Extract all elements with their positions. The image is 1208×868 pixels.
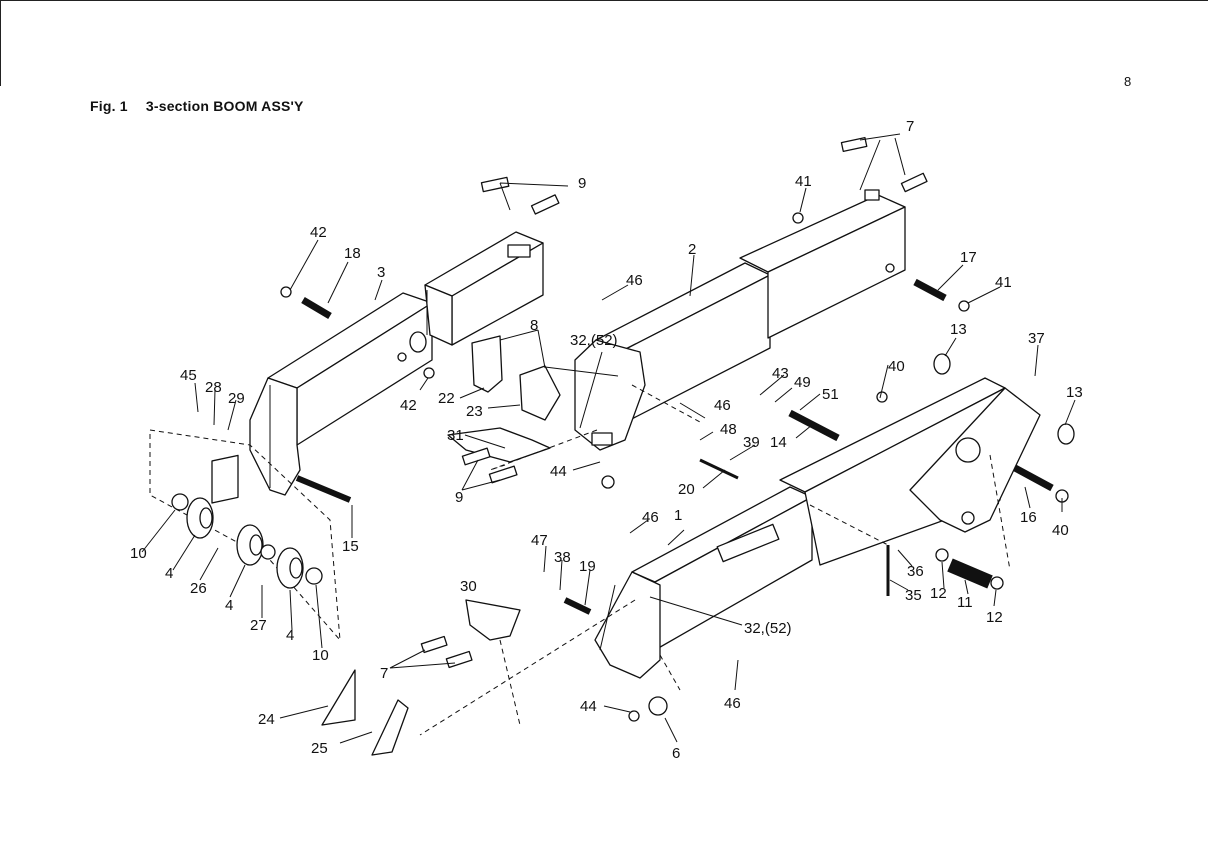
boom-section-1 <box>594 377 1041 679</box>
callout-23: 23 <box>466 403 483 420</box>
callout-13-a: 13 <box>950 321 967 338</box>
callout-43: 43 <box>772 365 789 382</box>
loose-parts <box>280 136 1075 756</box>
callout-29: 29 <box>228 390 245 407</box>
callout-41-b: 41 <box>995 274 1012 291</box>
callout-18: 18 <box>344 245 361 262</box>
callout-35: 35 <box>905 587 922 604</box>
callout-9-a: 9 <box>578 175 586 192</box>
callout-39: 39 <box>743 434 760 451</box>
callout-10-a: 10 <box>130 545 147 562</box>
callout-30: 30 <box>460 578 477 595</box>
callout-51: 51 <box>822 386 839 403</box>
callout-4-a: 4 <box>165 565 173 582</box>
callout-38: 38 <box>554 549 571 566</box>
callout-4-c: 4 <box>286 627 294 644</box>
callout-45: 45 <box>180 367 197 384</box>
callout-4-b: 4 <box>225 597 233 614</box>
callout-22: 22 <box>438 390 455 407</box>
boom-section-2 <box>574 189 906 451</box>
sheave-assembly <box>149 429 341 642</box>
callout-9-b: 9 <box>455 489 463 506</box>
page-number: 8 <box>1124 74 1132 89</box>
callout-47: 47 <box>531 532 548 549</box>
callout-27: 27 <box>250 617 267 634</box>
callout-12-b: 12 <box>986 609 1003 626</box>
callout-31: 31 <box>447 427 464 444</box>
callout-17: 17 <box>960 249 977 266</box>
callout-46-d: 46 <box>724 695 741 712</box>
figure-name: 3-section BOOM ASS'Y <box>145 98 304 114</box>
figure-label: Fig. 1 <box>90 98 128 114</box>
callout-19: 19 <box>579 558 596 575</box>
callout-32-b: 32,(52) <box>744 620 792 637</box>
callout-7-b: 7 <box>380 665 388 682</box>
figure-title: Fig. 1 3-section BOOM ASS'Y <box>90 98 304 114</box>
callout-48: 48 <box>720 421 737 438</box>
callout-14: 14 <box>770 434 787 451</box>
callout-15: 15 <box>342 538 359 555</box>
callout-2: 2 <box>688 241 696 258</box>
callout-40-b: 40 <box>1052 522 1069 539</box>
callout-16: 16 <box>1020 509 1037 526</box>
callout-41-a: 41 <box>795 173 812 190</box>
callout-12-a: 12 <box>930 585 947 602</box>
callout-26: 26 <box>190 580 207 597</box>
callout-40-a: 40 <box>888 358 905 375</box>
callout-36: 36 <box>907 563 924 580</box>
callout-13-b: 13 <box>1066 384 1083 401</box>
callout-10-b: 10 <box>312 647 329 664</box>
callout-46-a: 46 <box>626 272 643 289</box>
boom-section-3 <box>249 231 544 496</box>
callout-25: 25 <box>311 740 328 757</box>
page-border-left <box>0 0 1 86</box>
callout-42-a: 42 <box>310 224 327 241</box>
callout-1: 1 <box>674 507 682 524</box>
callout-44-a: 44 <box>550 463 567 480</box>
callout-42-b: 42 <box>400 397 417 414</box>
callout-24: 24 <box>258 711 275 728</box>
callout-49: 49 <box>794 374 811 391</box>
callout-28: 28 <box>205 379 222 396</box>
callout-3: 3 <box>377 264 385 281</box>
callout-7-a: 7 <box>906 118 914 135</box>
callout-44-b: 44 <box>580 698 597 715</box>
leader-lines <box>141 133 1076 744</box>
callout-labels: 1 2 3 4 4 4 6 7 7 8 9 9 10 10 11 12 12 1… <box>130 118 1083 762</box>
callout-46-b: 46 <box>714 397 731 414</box>
callout-46-c: 46 <box>642 509 659 526</box>
callout-37: 37 <box>1028 330 1045 347</box>
callout-32-a: 32,(52) <box>570 332 618 349</box>
callout-8: 8 <box>530 317 538 334</box>
callout-6: 6 <box>672 745 680 762</box>
callout-20: 20 <box>678 481 695 498</box>
page-border-top <box>0 0 1208 1</box>
callout-11: 11 <box>957 594 973 611</box>
assembly-lines <box>419 384 1011 736</box>
